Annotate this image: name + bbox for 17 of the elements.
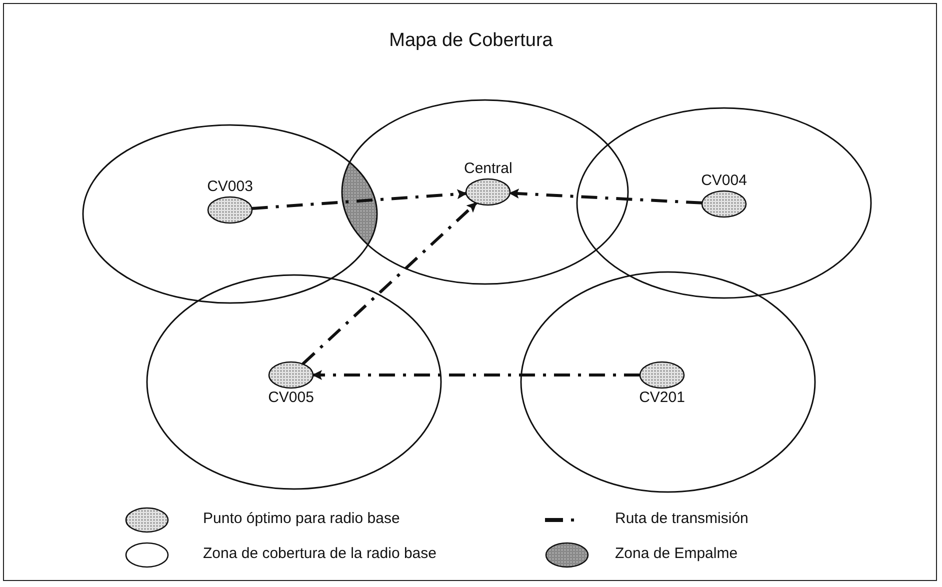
radio-base-point [701,172,747,218]
radio-base-point [464,160,512,206]
legend-label: Zona de Empalme [615,545,738,562]
diagram-title: Mapa de Cobertura [388,30,554,52]
station-label: CV003 [207,178,253,196]
station-label: CV005 [268,389,314,407]
transmission-route-arrow [508,188,702,204]
transmission-route-arrow [302,202,478,366]
radio-base-point [207,178,253,224]
transmission-route-arrow [312,370,640,380]
transmission-route-arrow [252,189,468,210]
station-label: CV201 [639,389,685,407]
station-label: CV004 [701,172,747,190]
legend-label: Zona de cobertura de la radio base [203,545,436,562]
legend-label: Ruta de transmisión [615,510,748,527]
station-label: Central [464,160,512,178]
legend-label: Punto óptimo para radio base [203,510,400,527]
